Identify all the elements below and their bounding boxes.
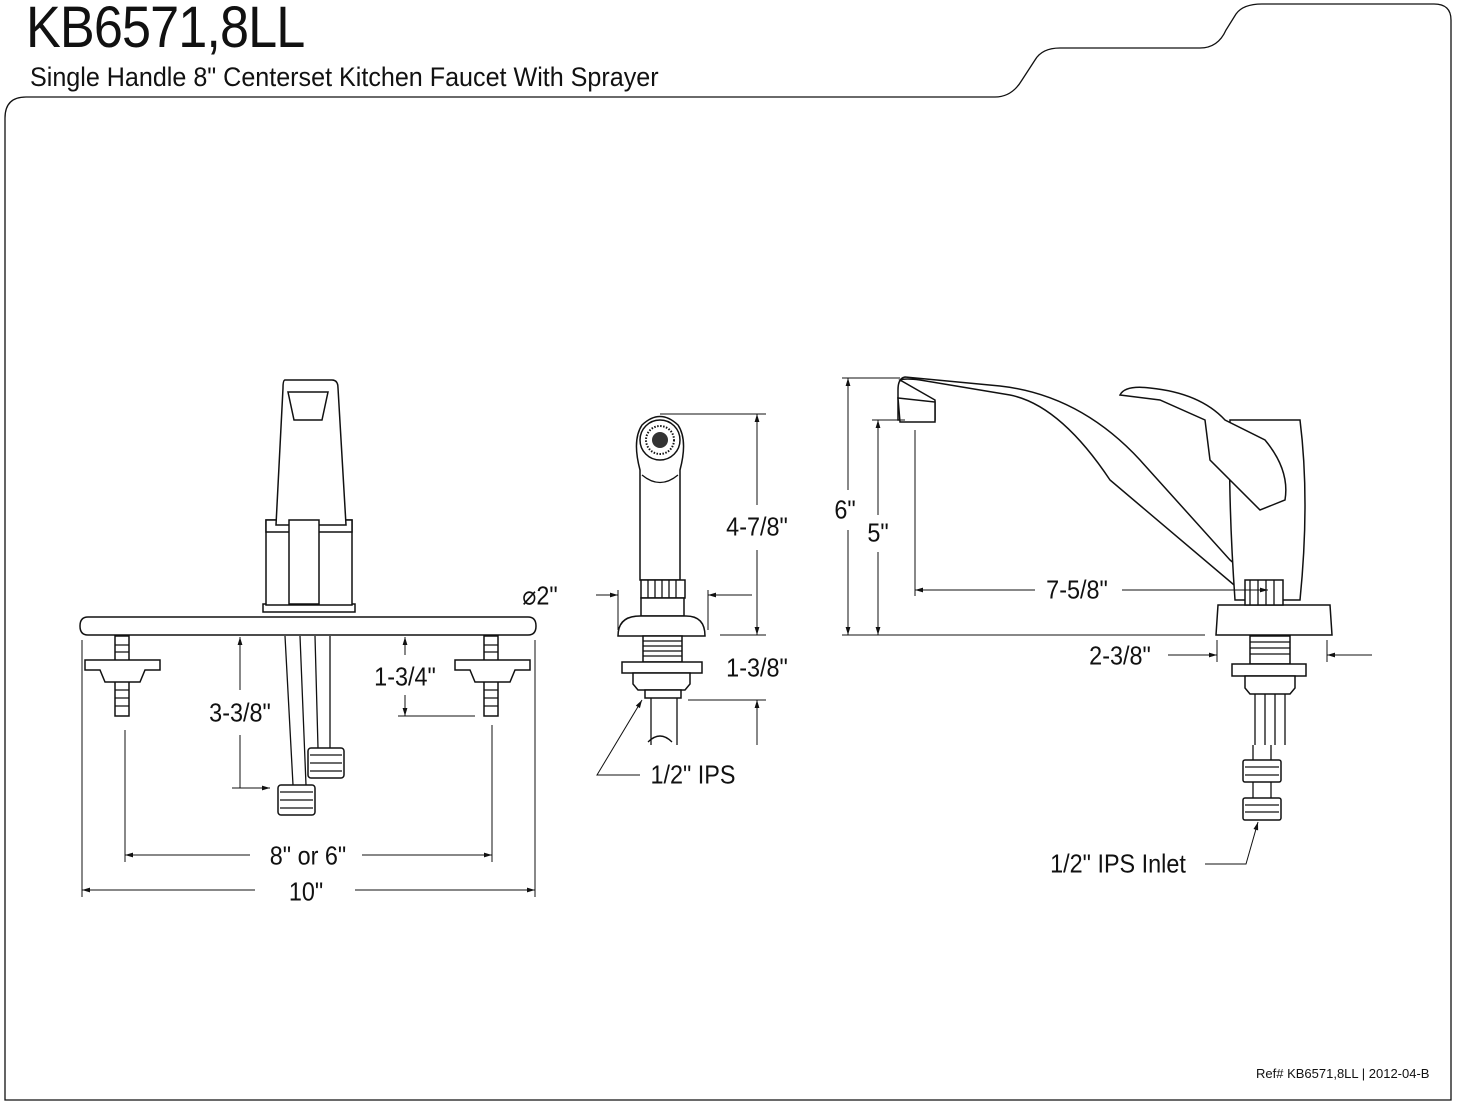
sheet-border <box>4 3 1452 1101</box>
dim-spout-height: 5" <box>867 517 889 548</box>
side-view-dimensions <box>842 377 1372 865</box>
product-subtitle: Single Handle 8" Centerset Kitchen Fauce… <box>30 62 659 92</box>
dim-centers: 8" or 6" <box>269 840 347 871</box>
side-view-faucet <box>897 376 1333 821</box>
dim-inlet: 1/2" IPS Inlet <box>1050 848 1186 879</box>
sprayer-view <box>617 415 706 745</box>
dim-overall-width: 10" <box>288 876 324 907</box>
dim-spout-reach: 7-5/8" <box>1046 574 1108 605</box>
dim-sprayer-diameter: ⌀2" <box>522 580 558 611</box>
dim-stud-length: 1-3/4" <box>374 661 436 692</box>
dim-shank-length: 3-3/8" <box>209 697 271 728</box>
sprayer-dimensions <box>596 413 766 776</box>
dim-total-height: 6" <box>834 494 856 525</box>
reference-number: Ref# KB6571,8LL | 2012-04-B <box>1256 1066 1430 1081</box>
front-view-dimensions <box>81 637 536 897</box>
front-view-faucet <box>79 379 537 816</box>
dim-sprayer-connection: 1/2" IPS <box>650 759 736 790</box>
model-title: KB6571,8LL <box>26 0 305 60</box>
dim-sprayer-shank: 1-3/8" <box>726 652 788 683</box>
dim-sprayer-height: 4-7/8" <box>726 511 788 542</box>
dim-base-width: 2-3/8" <box>1089 640 1151 671</box>
